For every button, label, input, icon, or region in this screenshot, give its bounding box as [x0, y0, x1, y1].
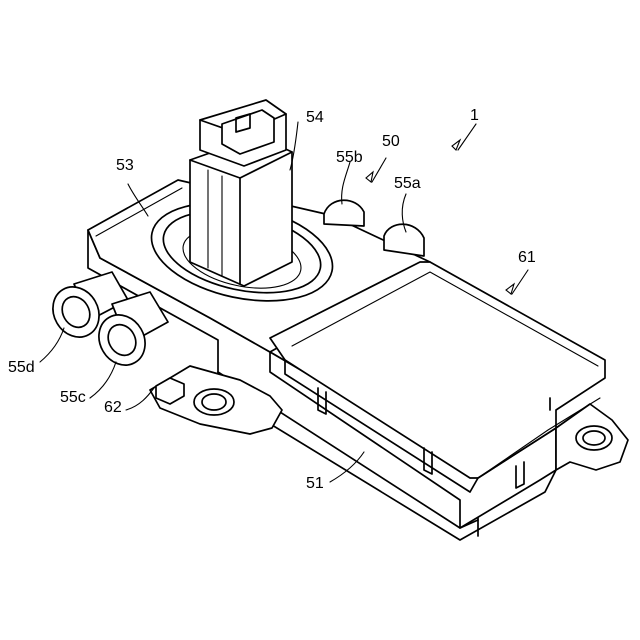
label-55a: 55a [394, 175, 421, 192]
label-53: 53 [116, 157, 134, 174]
label-62: 62 [104, 399, 122, 416]
label-54: 54 [306, 109, 324, 126]
label-50: 50 [382, 133, 400, 150]
label-51: 51 [306, 475, 324, 492]
label-55d: 55d [8, 359, 35, 376]
label-55b: 55b [336, 149, 363, 166]
label-1: 1 [470, 107, 479, 124]
label-55c: 55c [60, 389, 86, 406]
right-flange [556, 404, 628, 470]
label-61: 61 [518, 249, 536, 266]
